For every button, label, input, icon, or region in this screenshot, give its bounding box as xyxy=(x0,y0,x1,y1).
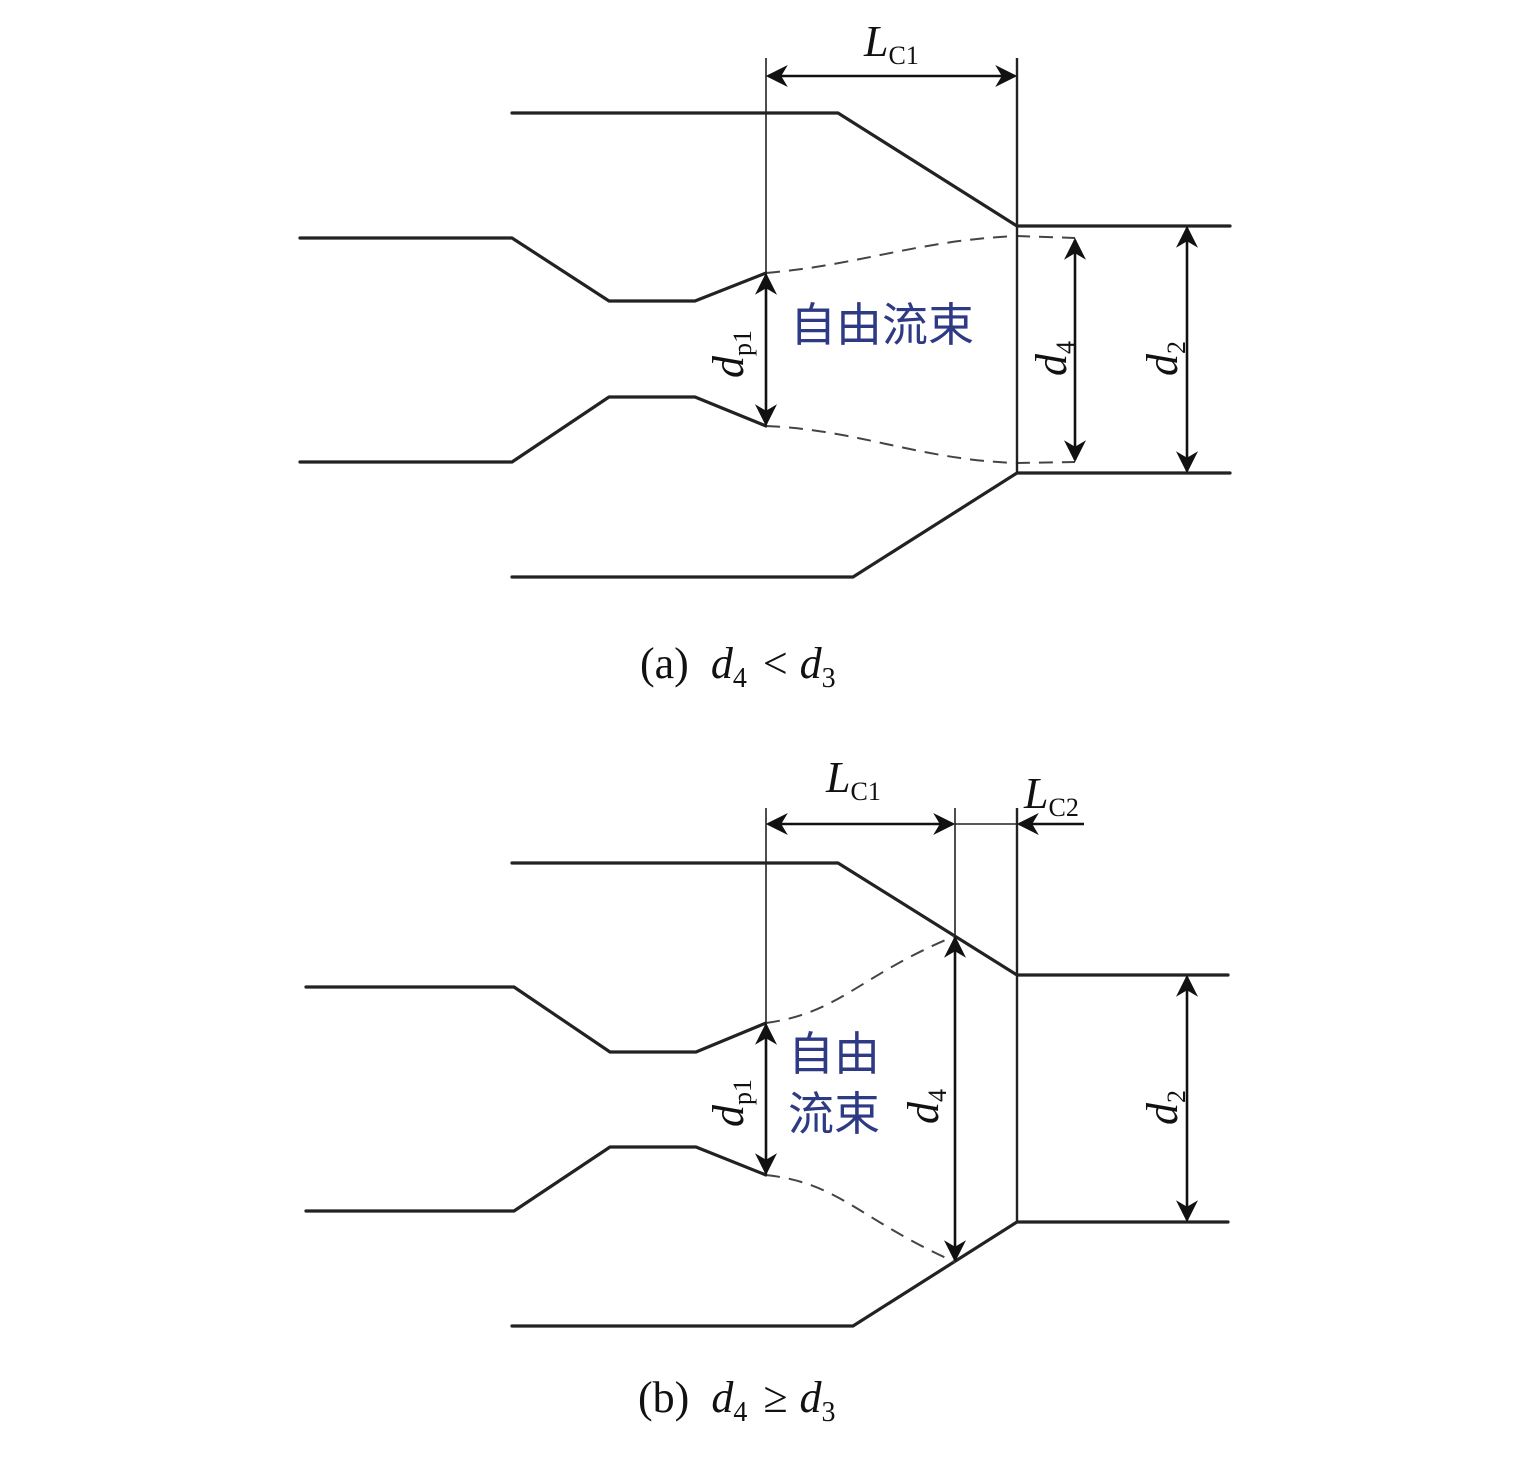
svg-text:d2: d2 xyxy=(1138,1090,1191,1125)
panel-b-free-jet-label-line2: 流束 xyxy=(788,1087,880,1141)
panel-a-outer-wall-top xyxy=(510,111,1232,228)
panel-b-outer-wall-bottom xyxy=(510,1220,1230,1328)
panel-b-d4-label: d4 xyxy=(899,1089,952,1124)
panel-a-dp1-label: dp1 xyxy=(704,330,757,378)
panel-a-free-jet-label: 自由流束 xyxy=(790,298,974,352)
svg-text:dp1: dp1 xyxy=(704,1079,757,1127)
panel-b-lc2-label: LC2 xyxy=(1023,769,1079,822)
panel-a-free-jet-top xyxy=(765,234,1076,274)
panel-a-lc1-label: LC1 xyxy=(863,17,919,70)
panel-a-free-jet-bottom xyxy=(765,425,1076,465)
svg-text:dp1: dp1 xyxy=(704,330,757,378)
panel-a-outer-wall-bottom xyxy=(510,471,1232,579)
panel-b-d2-label: d2 xyxy=(1138,1090,1191,1125)
panel-b-free-jet-bottom xyxy=(765,1174,956,1263)
panel-b-caption: (b)d4≥d3 xyxy=(638,1373,835,1428)
panel-a: LC1 dp1 d4 d2 自由流束 (a)d4<d3 xyxy=(298,17,1232,694)
svg-text:d2: d2 xyxy=(1138,341,1191,376)
panel-b-outer-wall-top xyxy=(510,861,1230,977)
panel-a-caption: (a)d4<d3 xyxy=(640,639,836,694)
panel-b-free-jet-top xyxy=(765,935,956,1024)
panel-a-nozzle-bottom xyxy=(298,395,768,464)
panel-a-nozzle-top xyxy=(298,236,768,303)
panel-b-dp1-label: dp1 xyxy=(704,1079,757,1127)
svg-text:d4: d4 xyxy=(899,1089,952,1124)
panel-b: LC1 LC2 dp1 d4 d2 自由 流束 (b)d4≥d3 xyxy=(304,753,1230,1428)
panel-b-nozzle-top xyxy=(304,985,768,1054)
panel-a-d4-label: d4 xyxy=(1027,341,1080,376)
panel-a-d2-label: d2 xyxy=(1138,341,1191,376)
panel-b-free-jet-label-line1: 自由 xyxy=(788,1027,880,1081)
svg-text:d4: d4 xyxy=(1027,341,1080,376)
panel-b-lc1-label: LC1 xyxy=(825,753,881,806)
panel-b-nozzle-bottom xyxy=(304,1145,768,1213)
